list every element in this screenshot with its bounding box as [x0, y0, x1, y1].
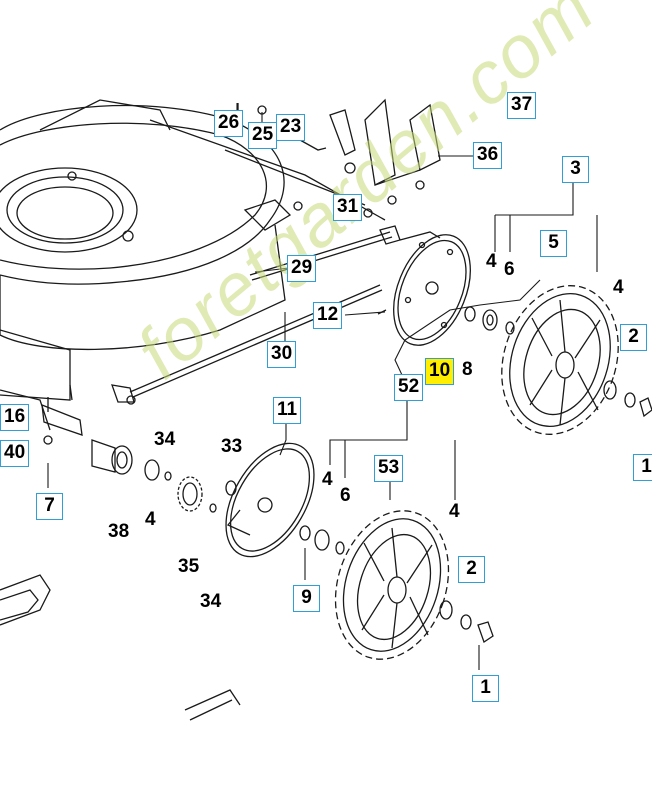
- front-disc: [225, 442, 315, 558]
- callout-2-rear[interactable]: 2: [620, 324, 647, 351]
- callout-52[interactable]: 52: [394, 374, 424, 401]
- callout-16[interactable]: 16: [0, 404, 30, 431]
- front-wheel: [334, 510, 450, 660]
- label-33: 33: [221, 436, 243, 457]
- label-4-front-right: 4: [449, 501, 460, 522]
- rear-wheel: [501, 285, 619, 435]
- label-4-front-gear: 4: [145, 509, 156, 530]
- callout-23[interactable]: 23: [276, 114, 306, 141]
- label-6-rear: 6: [504, 259, 515, 280]
- callout-1-rear[interactable]: 1: [633, 454, 652, 481]
- rear-disc: [377, 231, 471, 346]
- label-34-upper: 34: [154, 429, 176, 450]
- callout-25[interactable]: 25: [248, 122, 278, 149]
- callout-29[interactable]: 29: [287, 255, 317, 282]
- callout-30[interactable]: 30: [267, 341, 297, 368]
- leader-lines: [47, 103, 598, 670]
- callout-40[interactable]: 40: [0, 440, 30, 467]
- label-34-lower: 34: [200, 591, 222, 612]
- callout-10-highlighted[interactable]: 10: [425, 358, 455, 385]
- front-drive-parts: [41, 384, 494, 644]
- callout-53[interactable]: 53: [374, 455, 404, 482]
- label-35: 35: [178, 556, 200, 577]
- mower-deck: [0, 99, 386, 431]
- label-4-front-left: 4: [322, 469, 333, 490]
- label-6-front: 6: [340, 485, 351, 506]
- callout-11[interactable]: 11: [273, 397, 302, 424]
- callout-37[interactable]: 37: [507, 92, 537, 119]
- callout-5[interactable]: 5: [540, 230, 567, 257]
- lower-parts: [0, 574, 241, 721]
- callout-36[interactable]: 36: [473, 142, 503, 169]
- label-4-rear-right: 4: [613, 277, 624, 298]
- callout-9[interactable]: 9: [293, 585, 320, 612]
- callout-12[interactable]: 12: [313, 302, 343, 329]
- callout-1-front[interactable]: 1: [472, 675, 499, 702]
- label-4-rear-left: 4: [486, 251, 497, 272]
- callout-3[interactable]: 3: [562, 156, 589, 183]
- label-38: 38: [108, 521, 130, 542]
- callout-26[interactable]: 26: [214, 110, 244, 137]
- callout-2-front[interactable]: 2: [458, 556, 485, 583]
- callout-7[interactable]: 7: [36, 493, 63, 520]
- callout-31[interactable]: 31: [333, 194, 363, 221]
- label-8: 8: [462, 359, 473, 380]
- axle-rod: [249, 225, 401, 281]
